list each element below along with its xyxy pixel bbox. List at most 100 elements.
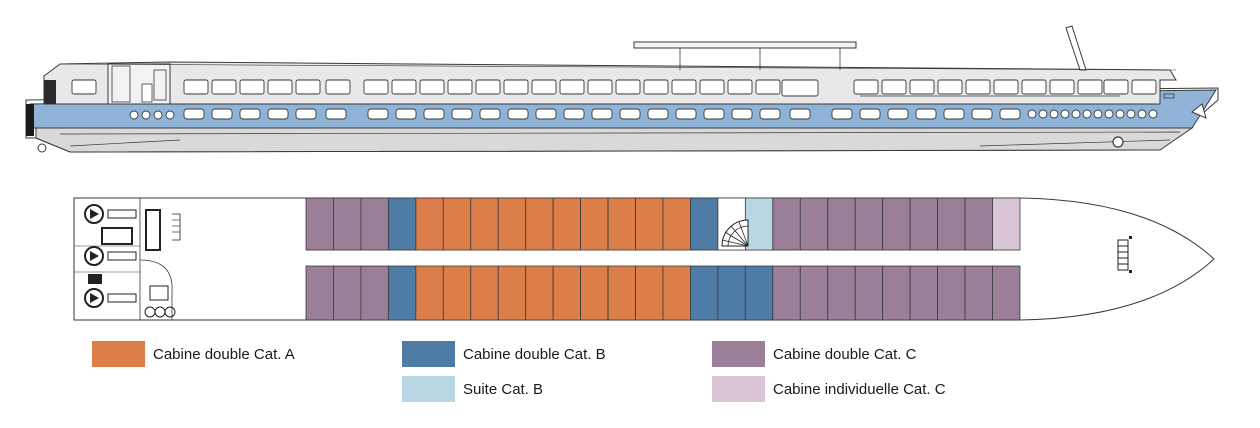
legend-item-single-c: Cabine individuelle Cat. C	[712, 376, 946, 402]
cabin-cat-c	[937, 265, 966, 321]
cabin-cat-c	[305, 265, 334, 321]
window	[211, 79, 237, 95]
single-cabin-cat-c	[992, 197, 1021, 251]
cabin-cat-b	[387, 197, 417, 251]
porthole	[1060, 109, 1070, 119]
ship-side-profile	[25, 25, 1219, 153]
porthole	[1126, 109, 1136, 119]
window	[451, 108, 473, 120]
cabin-cat-c	[827, 265, 856, 321]
cabin-cat-a	[552, 265, 582, 321]
porthole	[1038, 109, 1048, 119]
cabin-cat-a	[470, 265, 499, 321]
porthole	[1093, 109, 1103, 119]
legend-item-cat-a: Cabine double Cat. A	[92, 341, 295, 367]
window	[183, 79, 209, 95]
cabin-cat-c	[772, 197, 801, 251]
legend-item-cat-b: Cabine double Cat. B	[402, 341, 606, 367]
window	[699, 79, 725, 95]
cabin-cat-a	[525, 265, 554, 321]
legend-label: Cabine double Cat. A	[153, 346, 295, 363]
window	[1021, 79, 1047, 95]
cabin-cat-b	[690, 197, 719, 251]
cabin-cat-a	[497, 265, 527, 321]
engine-room	[84, 204, 137, 308]
cabin-cat-c	[360, 265, 389, 321]
anchor-icon	[1112, 136, 1124, 148]
service-area	[139, 209, 181, 320]
window	[535, 108, 557, 120]
cabin-cat-a	[525, 197, 554, 251]
lower-hull	[35, 127, 1194, 153]
cabin-cat-c	[333, 197, 362, 251]
legend: Cabine double Cat. A Cabine double Cat. …	[92, 341, 946, 402]
window	[325, 108, 347, 120]
window	[937, 79, 963, 95]
porthole	[129, 110, 139, 120]
cabin-cat-a	[442, 265, 472, 321]
cabin-cat-a	[635, 265, 664, 321]
legend-label: Cabine double Cat. C	[773, 346, 917, 363]
legend-label: Cabine double Cat. B	[463, 346, 606, 363]
cabin-cat-c	[799, 197, 829, 251]
legend-item-suite-b: Suite Cat. B	[402, 376, 543, 402]
cabin-cat-c	[827, 197, 856, 251]
window	[531, 79, 557, 95]
legend-swatch	[92, 341, 145, 367]
cabin-cat-b	[387, 265, 417, 321]
window	[563, 108, 585, 120]
cabin-cat-c	[964, 197, 993, 251]
mast	[1065, 25, 1087, 71]
porthole	[1104, 109, 1114, 119]
window	[363, 79, 389, 95]
window	[1077, 79, 1103, 95]
window	[999, 108, 1021, 120]
propeller-icon	[37, 143, 47, 153]
porthole	[1115, 109, 1125, 119]
window	[755, 79, 781, 95]
porthole	[1082, 109, 1092, 119]
window	[619, 108, 641, 120]
cabin-cat-c	[909, 197, 938, 251]
window	[183, 108, 205, 120]
cabin-cat-c	[882, 197, 911, 251]
cabin-cat-c	[305, 197, 334, 251]
window	[591, 108, 613, 120]
sun-deck-canopy	[633, 41, 857, 49]
cabin-cat-c	[360, 197, 389, 251]
window	[887, 108, 909, 120]
window	[295, 108, 317, 120]
cabin-cat-a	[552, 197, 582, 251]
window	[71, 79, 97, 95]
legend-label: Suite Cat. B	[463, 381, 543, 398]
window	[731, 108, 753, 120]
cabin-cat-a	[607, 197, 636, 251]
window	[965, 79, 991, 95]
cabin-cat-b	[690, 265, 719, 321]
window	[643, 79, 669, 95]
upper-deck-windows	[71, 79, 1157, 97]
window	[295, 79, 321, 95]
cabin-cat-a	[635, 197, 664, 251]
window	[507, 108, 529, 120]
window	[419, 79, 445, 95]
window	[475, 79, 501, 95]
cabin-cat-a	[442, 197, 472, 251]
spiral-staircase-icon	[721, 219, 749, 247]
window	[479, 108, 501, 120]
window	[267, 79, 293, 95]
cabin-cat-a	[662, 265, 691, 321]
cabin-row-bottom	[305, 265, 1021, 321]
porthole	[1049, 109, 1059, 119]
window	[267, 108, 289, 120]
suite-cat-b	[744, 197, 774, 251]
bow-winch-icon	[1117, 236, 1132, 273]
porthole	[1137, 109, 1147, 119]
deck-plan	[73, 197, 1215, 321]
window	[1103, 79, 1129, 95]
cabin-cat-a	[580, 265, 609, 321]
window	[1131, 79, 1157, 95]
window	[391, 79, 417, 95]
porthole	[165, 110, 175, 120]
